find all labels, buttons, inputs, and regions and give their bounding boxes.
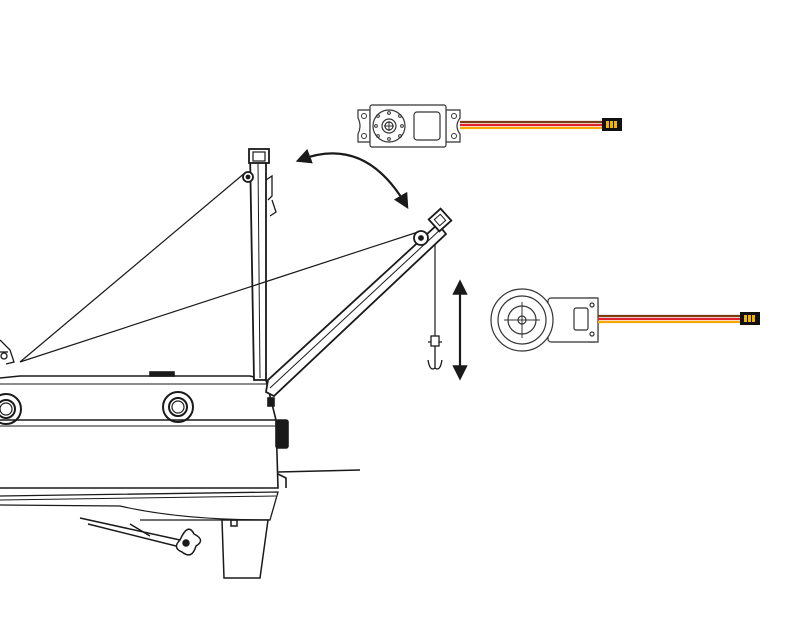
standard-servo — [357, 104, 622, 148]
servo-connector-top — [602, 118, 622, 131]
winch-servo — [490, 288, 760, 352]
crane-cables — [19, 171, 436, 363]
fender-tire-right — [162, 391, 194, 423]
servo-wire-winch — [598, 314, 740, 324]
hoist-cable-to-boom — [19, 231, 419, 363]
boom-swing-arrow — [295, 148, 409, 209]
fender-tires — [0, 391, 194, 425]
crane-boom — [265, 207, 453, 398]
crane-hook — [427, 335, 443, 370]
servo-wire-top — [460, 120, 602, 130]
drive-train — [79, 517, 269, 579]
crane-mast — [242, 148, 277, 381]
boat-hull — [0, 371, 361, 521]
servo-connector-winch — [740, 312, 760, 325]
stay-cable — [19, 171, 247, 363]
fender-tire-left — [0, 393, 22, 425]
bow-fitting — [0, 339, 15, 365]
